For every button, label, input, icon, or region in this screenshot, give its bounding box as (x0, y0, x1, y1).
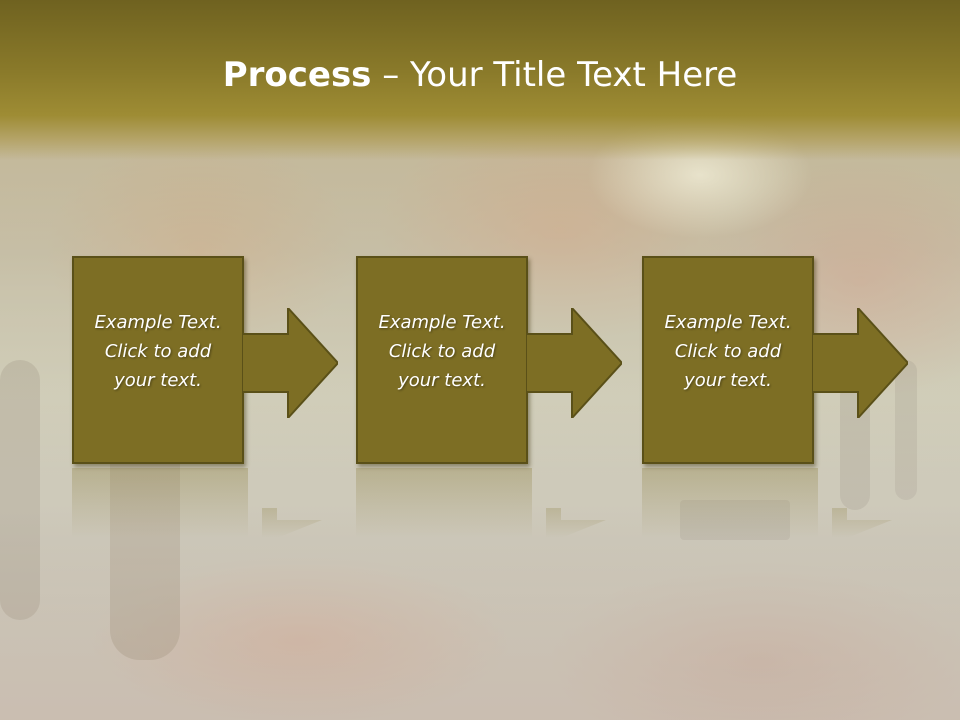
arrow-right-icon (812, 308, 908, 418)
step-reflection (72, 468, 248, 538)
step-text[interactable]: Example Text. Click to add your text. (664, 312, 792, 391)
title-band (0, 0, 960, 160)
step-text[interactable]: Example Text. Click to add your text. (378, 312, 506, 391)
process-step-3[interactable]: Example Text. Click to add your text. (642, 256, 908, 468)
step-reflection (356, 468, 532, 538)
arrow-right-icon (526, 308, 622, 418)
step-text[interactable]: Example Text. Click to add your text. (94, 312, 222, 391)
title-bold: Process (222, 55, 372, 95)
title-rest: – Your Title Text Here (371, 55, 738, 95)
slide-title[interactable]: Process – Your Title Text Here (0, 50, 960, 100)
arrow-right-icon (242, 308, 338, 418)
process-step-2[interactable]: Example Text. Click to add your text. (356, 256, 622, 468)
process-step-1[interactable]: Example Text. Click to add your text. (72, 256, 338, 468)
step-reflection (642, 468, 818, 538)
